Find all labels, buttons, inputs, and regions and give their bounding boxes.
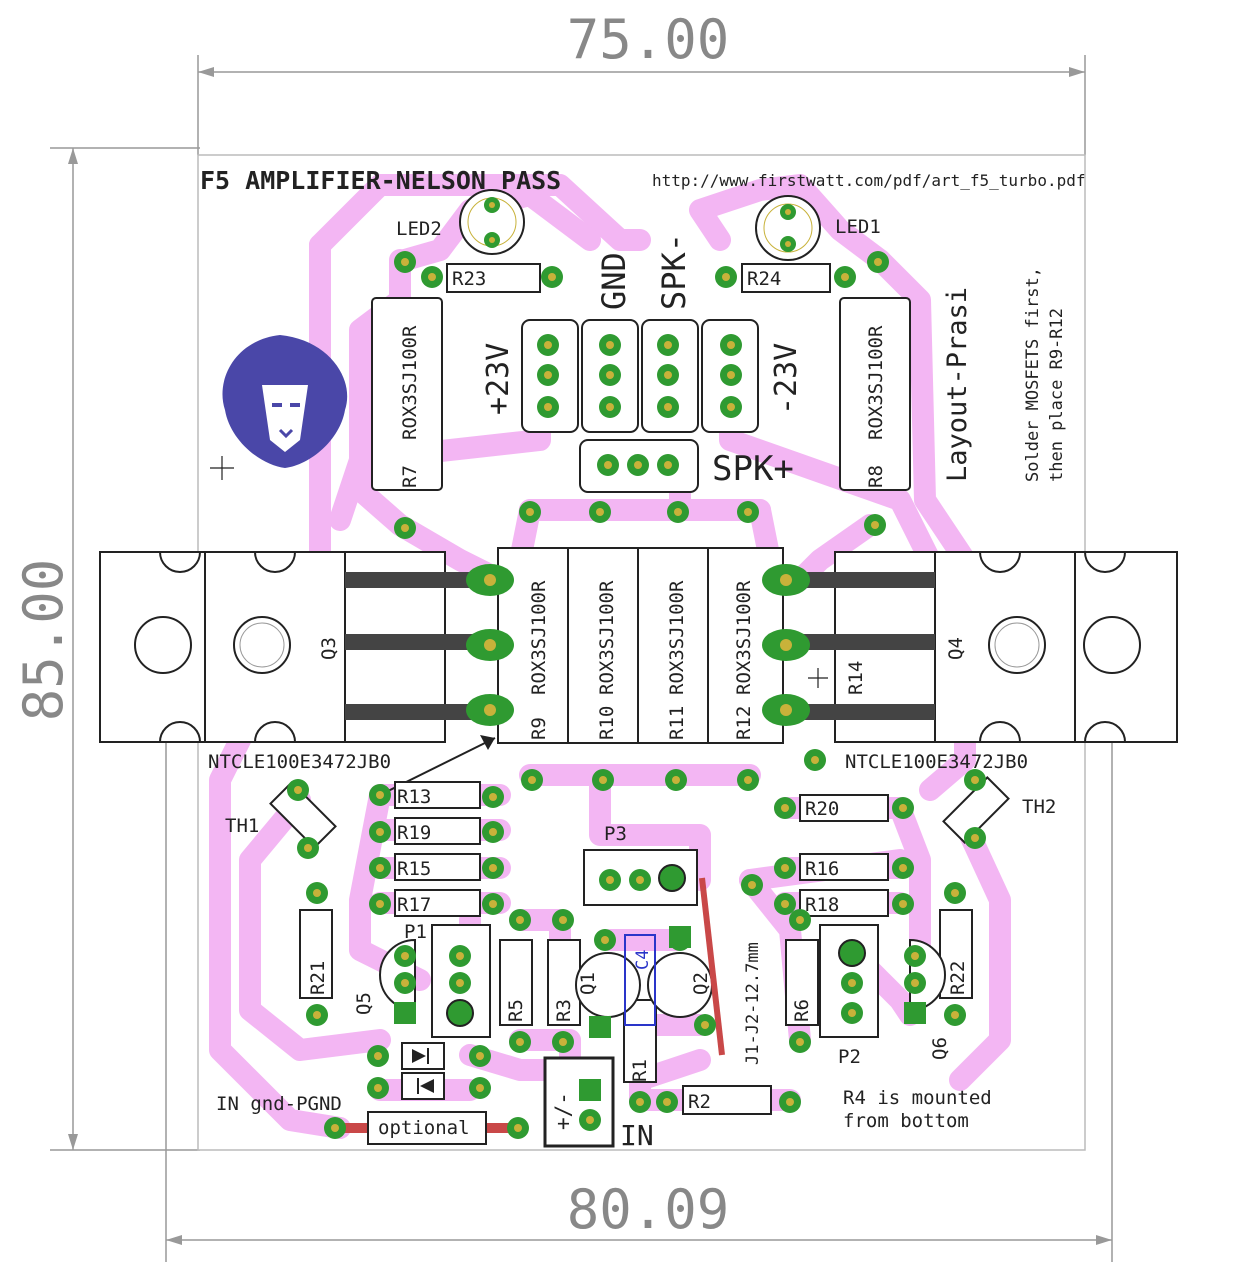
board-title: F5 AMPLIFIER-NELSON PASS (200, 166, 561, 195)
label-q3: Q3 (318, 637, 340, 660)
label-gnd: GND (595, 252, 633, 310)
dimension-left: 85.00 (12, 559, 75, 722)
label-q1: Q1 (577, 972, 599, 995)
label-q2: Q2 (690, 972, 712, 995)
note-solder-2: then place R9-R12 (1047, 308, 1067, 482)
led2 (459, 189, 525, 255)
led1 (755, 195, 821, 261)
label-q4: Q4 (945, 637, 967, 660)
label-in-polarity: +/- (551, 1092, 575, 1130)
dimension-lines (50, 55, 1113, 1262)
label-optional: optional (378, 1117, 470, 1139)
label-r10: R10 (596, 706, 618, 740)
label-r16: R16 (805, 858, 839, 880)
label-r3: R3 (553, 999, 575, 1022)
label-layout-prasi: Layout-Prasi (942, 287, 973, 482)
label-th1: TH1 (225, 815, 259, 837)
label-r22: R22 (947, 961, 969, 995)
label-plus23v: +23V (481, 343, 516, 415)
label-spk-minus: SPK- (655, 233, 693, 310)
label-r18: R18 (805, 894, 839, 916)
c4-body (624, 934, 656, 1026)
label-r20: R20 (805, 798, 839, 820)
label-p1: P1 (404, 921, 427, 943)
label-r21: R21 (307, 961, 329, 995)
dimension-top: 75.00 (567, 8, 730, 71)
label-r15: R15 (397, 858, 431, 880)
label-spk-plus: SPK+ (712, 449, 794, 489)
label-r17: R17 (397, 894, 431, 916)
label-ntc-left: NTCLE100E3472JB0 (208, 751, 391, 773)
dimension-bottom: 80.09 (567, 1178, 730, 1241)
label-r8: R8 (865, 465, 887, 488)
label-r19: R19 (397, 822, 431, 844)
mosfet-q3 (99, 551, 485, 743)
r24-body (741, 263, 831, 293)
label-r14: R14 (845, 661, 867, 695)
in-connector (543, 1056, 615, 1148)
label-r7: R7 (399, 465, 421, 488)
label-r12: R12 (733, 706, 755, 740)
label-q5: Q5 (353, 992, 375, 1015)
label-p2: P2 (838, 1046, 861, 1068)
label-r11: R11 (666, 706, 688, 740)
label-led1: LED1 (835, 216, 881, 238)
r7-body (371, 297, 443, 491)
board-url: http://www.firstwatt.com/pdf/art_f5_turb… (652, 171, 1085, 190)
label-q6: Q6 (929, 1037, 951, 1060)
lion-logo-icon (222, 335, 348, 468)
label-minus23v: -23V (769, 343, 804, 415)
label-r13: R13 (397, 786, 431, 808)
label-r9: R9 (528, 717, 550, 740)
label-rox-r7: ROX3SJ100R (399, 325, 421, 440)
label-ntc-right: NTCLE100E3472JB0 (845, 751, 1028, 773)
label-p3: P3 (604, 823, 627, 845)
label-th2: TH2 (1022, 796, 1056, 818)
small-resistor-bodies (394, 781, 889, 917)
solder-pads (287, 251, 986, 1139)
label-r24: R24 (747, 268, 781, 290)
label-r2: R2 (688, 1091, 711, 1113)
label-c4: C4 (633, 950, 653, 970)
note-solder-1: Solder MOSFETS first, (1023, 267, 1043, 482)
label-rox-r10: ROX3SJ100R (596, 580, 618, 695)
mosfet-q4 (795, 551, 1178, 743)
label-jumper: J1-J2-12.7mm (743, 942, 763, 1065)
diodes (401, 1042, 445, 1100)
label-rox-r9: ROX3SJ100R (528, 580, 550, 695)
jumper-j1-j2 (699, 877, 725, 1056)
note-r4-2: from bottom (843, 1110, 969, 1132)
r2-body (682, 1085, 772, 1115)
label-rox-r11: ROX3SJ100R (666, 580, 688, 695)
label-rox-r8: ROX3SJ100R (865, 325, 887, 440)
th2-body (942, 776, 1010, 844)
label-rox-r12: ROX3SJ100R (733, 580, 755, 695)
note-r4-1: R4 is mounted (843, 1087, 992, 1109)
label-led2: LED2 (396, 218, 442, 240)
label-r1: R1 (629, 1059, 651, 1082)
label-r5: R5 (505, 999, 527, 1022)
label-in-gnd: IN gnd-PGND (216, 1093, 342, 1115)
r8-body (839, 297, 911, 491)
r23-body (446, 263, 541, 293)
label-r6: R6 (791, 999, 813, 1022)
label-in: IN (620, 1119, 654, 1152)
label-r23: R23 (452, 268, 486, 290)
vertical-resistor-bodies (299, 909, 973, 1083)
th1-body (269, 781, 337, 849)
